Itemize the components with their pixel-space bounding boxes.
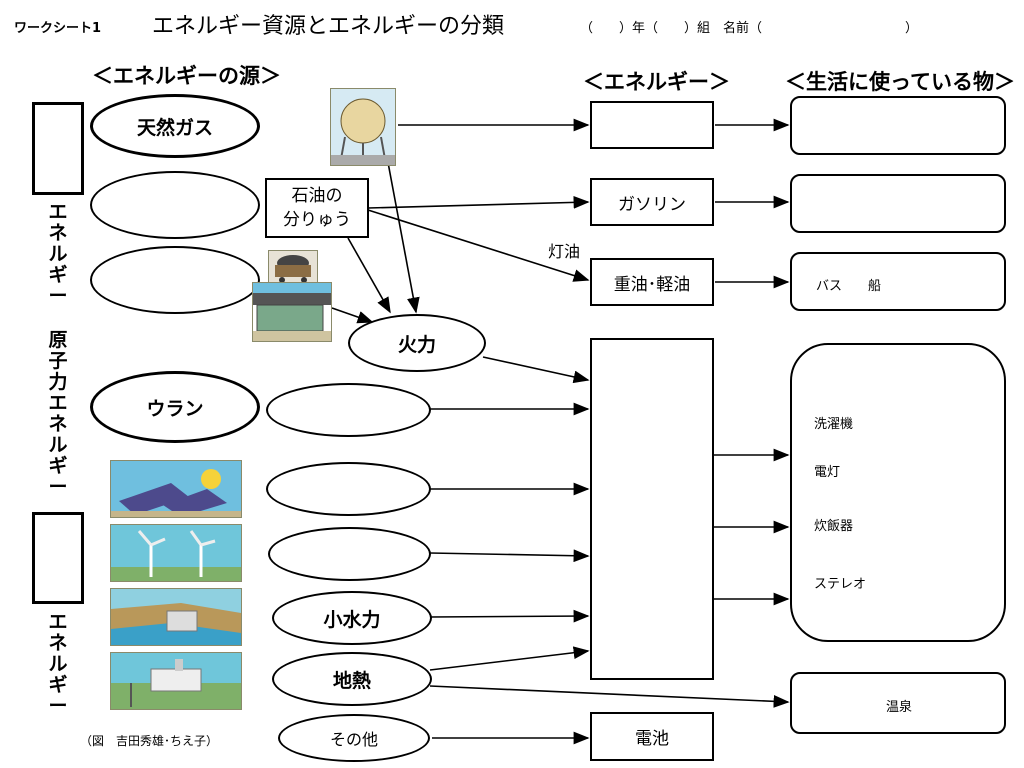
- energy-gasoline: ガソリン: [590, 178, 714, 226]
- energy-answer-box-large[interactable]: [590, 338, 714, 680]
- section-energy: ＜エネルギー＞: [583, 70, 730, 94]
- energy-answer-box-1[interactable]: [590, 101, 714, 149]
- source-uranium: ウラン: [90, 371, 260, 443]
- process-thermal: 火力: [348, 314, 486, 372]
- energy-type-answer-box-1[interactable]: [32, 102, 84, 195]
- source-geothermal-label: 地熱: [332, 669, 371, 692]
- energy-battery: 電池: [590, 712, 714, 761]
- source-answer-oval-2[interactable]: [90, 246, 260, 314]
- use-washing-machine: 洗濯機: [814, 417, 854, 432]
- section-daily-uses: ＜生活に使っている物＞: [785, 70, 1015, 94]
- source-uranium-label: ウラン: [146, 397, 204, 420]
- source-natural-gas: 天然ガス: [90, 94, 260, 158]
- worksheet-label: ワークシート1: [14, 21, 102, 36]
- use-bus-ship: バス 船: [790, 252, 1006, 311]
- middle-answer-oval-1[interactable]: [266, 383, 431, 437]
- source-geothermal: 地熱: [272, 652, 432, 706]
- side-label-nuclear: 原子力エネルギー: [48, 329, 68, 498]
- side-label-energy-1: エネルギー: [48, 201, 68, 307]
- source-answer-oval-1[interactable]: [90, 171, 260, 239]
- energy-type-answer-box-2[interactable]: [32, 512, 84, 604]
- illustration-credit: （図 吉田秀雄･ちえ子）: [80, 734, 219, 748]
- source-other: その他: [278, 714, 430, 762]
- source-natural-gas-label: 天然ガス: [136, 116, 213, 139]
- coal-cart-illustration: [268, 250, 318, 286]
- process-thermal-label: 火力: [397, 333, 436, 356]
- middle-answer-oval-3[interactable]: [268, 527, 431, 581]
- use-hot-spring: 温泉: [790, 672, 1006, 734]
- use-rice-cooker: 炊飯器: [814, 519, 854, 534]
- source-small-hydro-label: 小水力: [323, 608, 381, 631]
- use-electric-light: 電灯: [814, 465, 841, 480]
- page-title: エネルギー資源とエネルギーの分類: [152, 14, 505, 39]
- use-bus-ship-label: バス 船: [816, 279, 882, 294]
- geothermal-plant-illustration: [110, 652, 242, 710]
- use-appliances: 洗濯機 電灯 炊飯器 ステレオ: [790, 343, 1006, 642]
- class-name-fields: （ ）年（ ）組 名前（ ）: [580, 21, 919, 36]
- use-answer-box-1[interactable]: [790, 96, 1006, 155]
- gas-tank-illustration: [330, 88, 396, 166]
- solar-panel-illustration: [110, 460, 242, 518]
- use-stereo: ステレオ: [814, 577, 867, 592]
- hydro-dam-illustration: [110, 588, 242, 646]
- source-small-hydro: 小水力: [272, 591, 432, 645]
- coal-mine-illustration: [252, 282, 332, 342]
- section-energy-sources: ＜エネルギーの源＞: [92, 64, 281, 88]
- kerosene-label: 灯油: [548, 242, 581, 261]
- energy-heavy-light-oil: 重油･軽油: [590, 258, 714, 306]
- wind-turbine-illustration: [110, 524, 242, 582]
- use-answer-box-2[interactable]: [790, 174, 1006, 233]
- middle-answer-oval-2[interactable]: [266, 462, 431, 516]
- process-oil-refining: 石油の 分りゅう: [265, 178, 369, 238]
- side-label-energy-2: エネルギー: [48, 611, 68, 717]
- use-hot-spring-label: 温泉: [886, 700, 913, 715]
